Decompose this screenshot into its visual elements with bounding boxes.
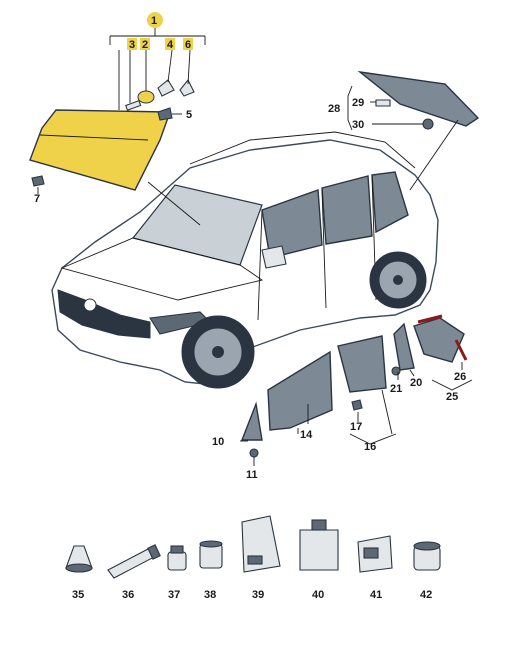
callout-3-highlight [127,38,137,50]
callout-21: 21 [390,383,402,395]
callout-17: 17 [350,421,362,433]
windshield-part [29,109,201,226]
windshield-small-parts [31,78,195,187]
callout-37: 37 [168,589,180,601]
callout-36: 36 [122,589,134,601]
callout-1: 1 [151,15,157,27]
callout-1-highlight [147,12,163,28]
callout-42: 42 [420,589,432,601]
callout-2: 2 [142,39,148,51]
callout-40: 40 [312,589,324,601]
callout-5: 5 [186,109,192,121]
callout-30: 30 [352,119,364,131]
callout-4-highlight [165,38,175,50]
callout-28: 28 [328,103,340,115]
callout-29: 29 [352,97,364,109]
leader-lines-group-1 [37,28,206,194]
callout-7: 7 [34,193,40,205]
car-illustration [51,131,439,389]
callout-38: 38 [204,589,216,601]
callout-6-highlight [183,38,193,50]
callout-6: 6 [185,39,191,51]
callout-10: 10 [212,436,224,448]
callout-2-highlight [140,38,150,50]
callout-35: 35 [72,589,84,601]
accessories-row [65,515,441,579]
callout-26: 26 [454,371,466,383]
callout-11: 11 [246,469,258,481]
callout-4: 4 [167,39,174,51]
callout-25: 25 [446,391,458,403]
rear-window-part [347,70,480,191]
callout-16: 16 [364,441,376,453]
callout-39: 39 [252,589,264,601]
side-window-parts [240,314,473,466]
callout-20: 20 [410,377,422,389]
callout-41: 41 [370,589,382,601]
callout-14: 14 [300,429,313,441]
callout-3: 3 [129,39,135,51]
callout-labels: 1 3 2 4 6 5 7 28 29 30 10 11 14 17 16 21… [34,12,466,601]
